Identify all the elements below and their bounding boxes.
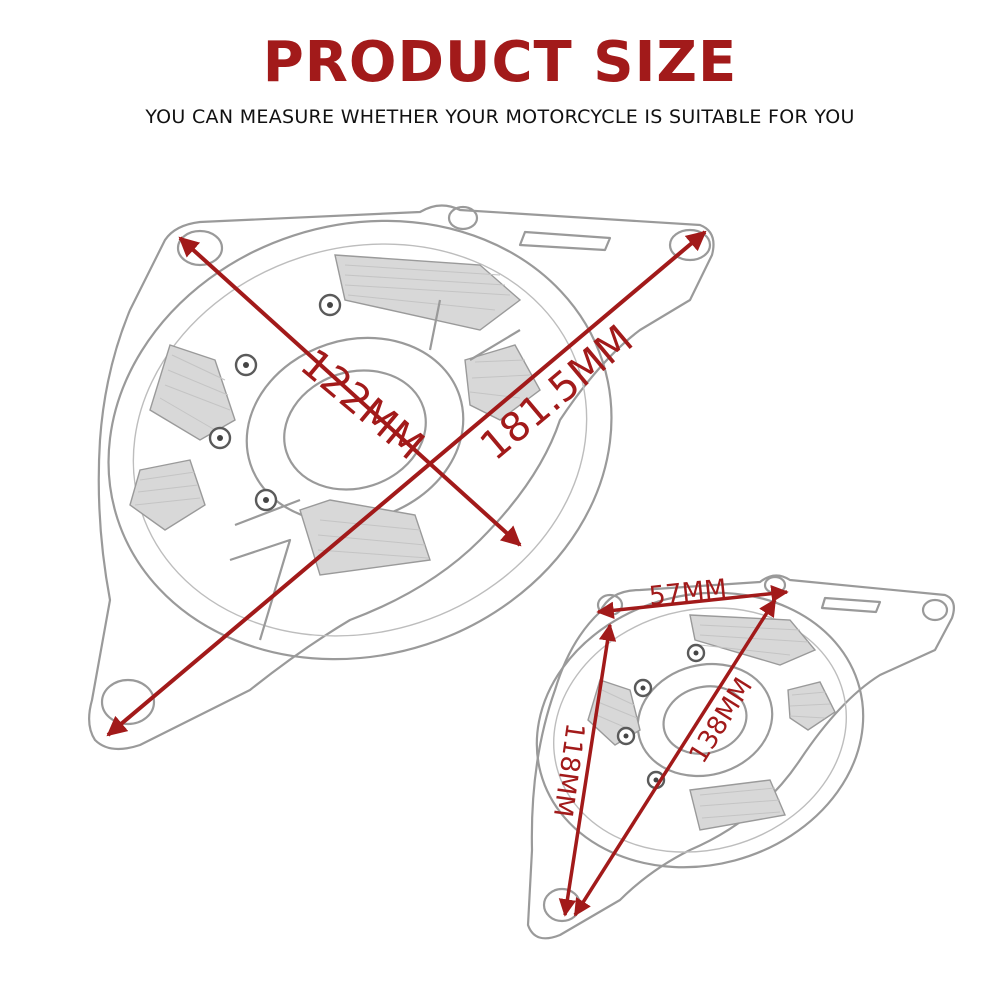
bolt-icon bbox=[208, 426, 232, 450]
dimension-label-122: 122MM bbox=[292, 340, 433, 469]
bolt-icon bbox=[318, 293, 342, 317]
dimension-line bbox=[106, 230, 707, 737]
page-subtitle: YOU CAN MEASURE WHETHER YOUR MOTORCYCLE … bbox=[145, 106, 855, 128]
bolt-icon bbox=[234, 353, 258, 377]
bolt-icon bbox=[254, 488, 278, 512]
page-title: PRODUCT SIZE bbox=[262, 30, 738, 95]
dimension-label-57: 57MM bbox=[648, 574, 729, 612]
large-sprocket-cover bbox=[88, 204, 715, 751]
bolt-icon bbox=[633, 678, 653, 698]
dimension-line bbox=[573, 598, 777, 917]
bolt-icon bbox=[686, 643, 706, 663]
bolt-icon bbox=[616, 726, 636, 746]
